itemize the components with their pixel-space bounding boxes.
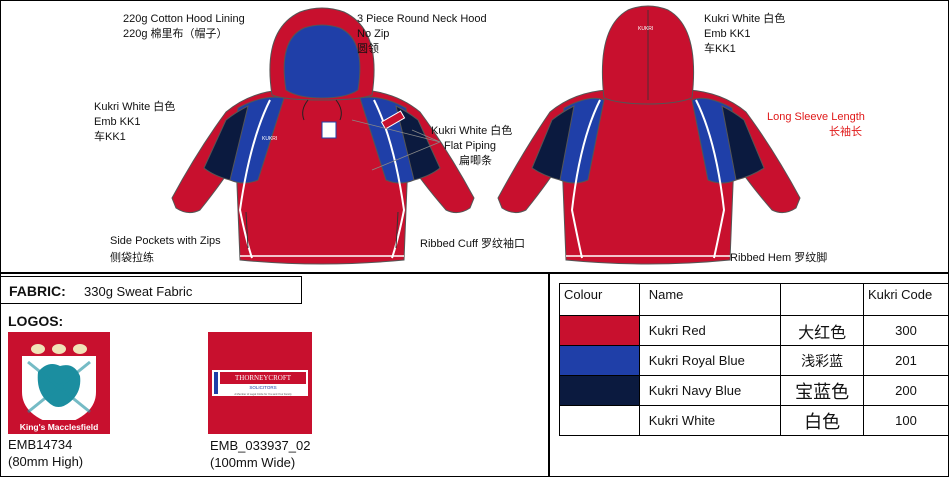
- ribbed-hem-label: Ribbed Hem 罗纹脚: [730, 252, 828, 264]
- row-code: 201: [862, 345, 949, 376]
- row-cn: 大红色: [780, 315, 864, 346]
- table-row: Kukri White 白色 100: [559, 405, 949, 436]
- front-emb-label-2: Emb KK1: [94, 116, 141, 128]
- front-emb-label-1: Kukri White 白色: [94, 101, 176, 113]
- neck-hood-label: 3 Piece Round Neck Hood: [357, 13, 487, 25]
- drawcords: [302, 99, 342, 121]
- leader-piping-2: [371, 141, 441, 171]
- row-name: Kukri Red: [638, 315, 782, 346]
- hood-lining-label: 220g Cotton Hood Lining: [123, 13, 245, 25]
- back-emb-label-2: Emb KK1: [704, 28, 751, 40]
- back-right-piping: [695, 99, 726, 259]
- back-emb-label-3: 车KK1: [704, 43, 736, 55]
- long-sleeve-label: Long Sleeve Length: [767, 111, 865, 123]
- left-pocket-zip: [245, 211, 249, 249]
- kings-macclesfield-logo: King's Macclesfield: [8, 332, 110, 434]
- solicitors-text: SOLICITORS: [249, 385, 276, 390]
- back-left-piping: [570, 99, 601, 259]
- row-name: Kukri White: [638, 405, 782, 436]
- swatch-white: [559, 405, 640, 436]
- swatch-royal-blue: [559, 345, 640, 376]
- ribbed-cuff-label: Ribbed Cuff 罗纹袖口: [420, 238, 525, 250]
- row-name: Kukri Royal Blue: [638, 345, 782, 376]
- back-right-navy-panel: [721, 105, 765, 181]
- legal-circle-text: A Member of Legal Circle for You and You…: [234, 392, 292, 396]
- hood-lining-cn-label: 220g 棉里布（帽子）: [123, 28, 228, 40]
- row-code: 300: [862, 315, 949, 346]
- back-left-navy-panel: [531, 105, 575, 181]
- divider-vertical: [548, 273, 550, 477]
- swatch-navy-blue: [559, 375, 640, 406]
- back-hoodie: [497, 5, 801, 265]
- thorneycroft-text: THORNEYCROFT: [235, 374, 292, 382]
- row-cn: 宝蓝色: [780, 375, 864, 406]
- logo-2-size: (100mm Wide): [210, 455, 296, 470]
- fabric-label: FABRIC:: [9, 283, 66, 299]
- logos-title: LOGOS:: [8, 313, 64, 329]
- piping-label-1: Kukri White 白色: [431, 125, 513, 137]
- colour-table-header: Colour Name Kukri Code: [559, 283, 949, 316]
- table-row: Kukri Navy Blue 宝蓝色 200: [559, 375, 949, 406]
- back-brand-mark: KUKRI: [638, 26, 653, 32]
- piping-label-2: Flat Piping: [444, 140, 496, 152]
- no-zip-label: No Zip: [357, 28, 390, 40]
- row-cn: 白色: [780, 405, 864, 436]
- kings-macclesfield-text: King's Macclesfield: [20, 422, 99, 432]
- divider-horizontal: [0, 272, 949, 274]
- front-crest: [321, 121, 337, 139]
- row-code: 200: [862, 375, 949, 406]
- hoodie-illustration: KUKRI KUKRI: [171, 5, 801, 265]
- round-neck-cn-label: 圆领: [357, 43, 379, 55]
- header-colour: Colour: [559, 283, 640, 316]
- header-kukri-code: Kukri Code: [862, 283, 949, 316]
- logo-1-size: (80mm High): [8, 454, 84, 469]
- logo-2-code: EMB_033937_02: [210, 438, 311, 453]
- row-code: 100: [862, 405, 949, 436]
- leader-piping-1: [351, 119, 441, 143]
- logo-1-code: EMB14734: [8, 437, 73, 452]
- front-right-navy-panel: [395, 105, 441, 181]
- leader-piping-3: [411, 129, 441, 143]
- swatch-red: [559, 315, 640, 346]
- thorneycroft-logo: THORNEYCROFT SOLICITORS A Member of Lega…: [208, 332, 312, 434]
- piping-label-3: 扁唧条: [459, 155, 492, 167]
- front-emb-label-3: 车KK1: [94, 131, 126, 143]
- front-face-opening: [283, 24, 361, 99]
- header-blank: [780, 283, 864, 316]
- back-emb-label-1: Kukri White 白色: [704, 13, 786, 25]
- colour-table: Colour Name Kukri Code Kukri Red 大红色 300…: [559, 283, 949, 436]
- side-pockets-cn-label: 侧袋拉练: [110, 252, 154, 264]
- right-pocket-zip: [395, 211, 399, 249]
- side-pockets-label: Side Pockets with Zips: [110, 235, 221, 247]
- row-name: Kukri Navy Blue: [638, 375, 782, 406]
- table-row: Kukri Royal Blue 浅彩蓝 201: [559, 345, 949, 376]
- front-hoodie: [171, 7, 475, 265]
- long-sleeve-cn-label: 长袖长: [829, 126, 862, 138]
- table-row: Kukri Red 大红色 300: [559, 315, 949, 346]
- front-left-navy-panel: [203, 105, 249, 181]
- header-name: Name: [638, 283, 782, 316]
- front-brand-mark: KUKRI: [262, 136, 277, 142]
- row-cn: 浅彩蓝: [780, 345, 864, 376]
- fabric-value: 330g Sweat Fabric: [84, 284, 193, 299]
- fabric-box: FABRIC: 330g Sweat Fabric: [1, 276, 302, 304]
- sleeve-label: [380, 110, 406, 130]
